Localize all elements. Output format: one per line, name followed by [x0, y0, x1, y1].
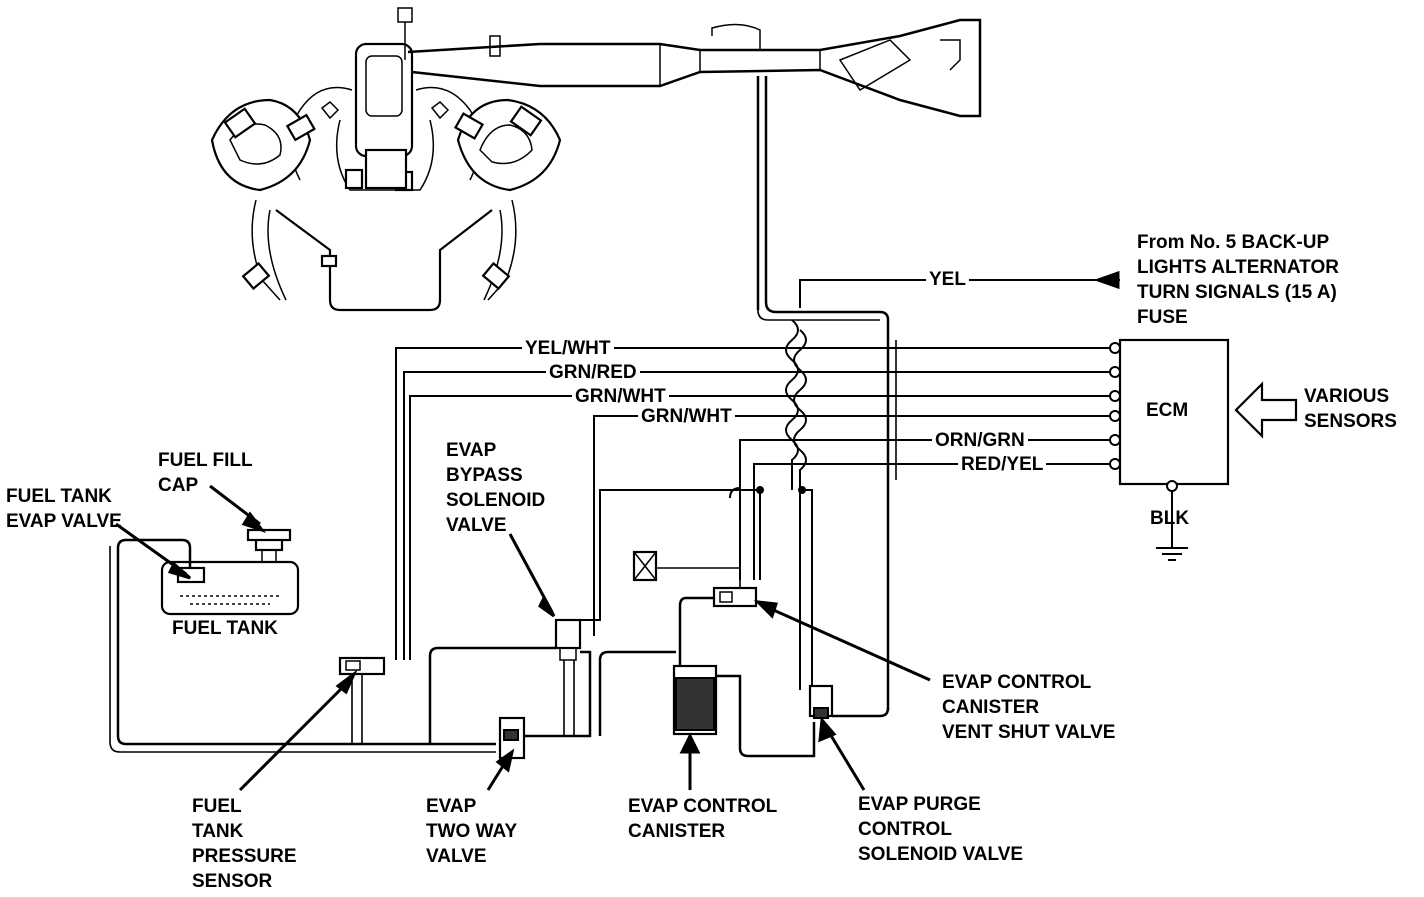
ecm-drawing — [1109, 338, 1298, 561]
vent-shut-valve-line-3: VENT SHUT VALVE — [942, 722, 1116, 743]
pressure-sensor-line-4: SENSOR — [192, 871, 273, 892]
leader-lines — [115, 484, 931, 792]
wire-label-grn-wht-1: GRN/WHT — [572, 384, 669, 409]
evap-bypass-line-4: VALVE — [446, 515, 507, 536]
canister-line-1: EVAP CONTROL — [628, 796, 778, 817]
vent-shut-valve-line-1: EVAP CONTROL — [942, 672, 1092, 693]
components-drawing — [338, 550, 890, 760]
fuse-source-line-4: FUSE — [1137, 307, 1188, 328]
fuel-tank-label: FUEL TANK — [172, 618, 278, 639]
fuse-source-line-3: TURN SIGNALS (15 A) — [1137, 282, 1337, 303]
vent-shut-valve-line-2: CANISTER — [942, 697, 1040, 718]
fuel-fill-cap-label: FUEL FILL CAP — [158, 448, 253, 498]
pressure-sensor-line-1: FUEL — [192, 796, 242, 817]
two-way-valve-line-2: TWO WAY — [426, 821, 518, 842]
fuel-tank-pressure-sensor-label: FUEL TANK PRESSURE SENSOR — [192, 794, 297, 894]
engine-drawing — [210, 7, 562, 312]
evap-control-canister-label: EVAP CONTROL CANISTER — [628, 794, 777, 844]
evap-bypass-line-2: BYPASS — [446, 465, 523, 486]
fuel-tank-evap-valve-line-2: EVAP VALVE — [6, 511, 122, 532]
pressure-sensor-line-3: PRESSURE — [192, 846, 297, 867]
pressure-sensor-line-2: TANK — [192, 821, 244, 842]
fuse-source-label: From No. 5 BACK-UP LIGHTS ALTERNATOR TUR… — [1137, 230, 1339, 330]
wire-label-grn-red: GRN/RED — [546, 360, 640, 385]
fuel-tank-evap-valve-label: FUEL TANK EVAP VALVE — [6, 484, 122, 534]
canister-line-2: CANISTER — [628, 821, 726, 842]
evap-purge-control-solenoid-valve-label: EVAP PURGE CONTROL SOLENOID VALVE — [858, 792, 1023, 867]
ecm-label: ECM — [1146, 400, 1189, 421]
purge-valve-line-3: SOLENOID VALVE — [858, 844, 1024, 865]
fuel-tank-drawing — [109, 528, 496, 753]
fuel-fill-cap-line-2: CAP — [158, 475, 199, 496]
fuel-tank-evap-valve-line-1: FUEL TANK — [6, 486, 112, 507]
wire-label-yel-wht: YEL/WHT — [522, 336, 614, 361]
two-way-valve-line-3: VALVE — [426, 846, 487, 867]
evap-bypass-line-1: EVAP — [446, 440, 497, 461]
two-way-valve-line-1: EVAP — [426, 796, 477, 817]
intake-duct-drawing — [407, 18, 982, 710]
various-sensors-line-2: SENSORS — [1304, 411, 1397, 432]
wire-label-red-yel: RED/YEL — [958, 452, 1047, 477]
wire-label-yel: YEL — [926, 267, 969, 292]
various-sensors-line-1: VARIOUS — [1304, 386, 1390, 407]
evap-bypass-line-3: SOLENOID — [446, 490, 546, 511]
purge-valve-line-2: CONTROL — [858, 819, 952, 840]
evap-bypass-solenoid-valve-label: EVAP BYPASS SOLENOID VALVE — [446, 438, 545, 538]
various-sensors-label: VARIOUS SENSORS — [1304, 384, 1397, 434]
blk-wire-label: BLK — [1150, 508, 1190, 529]
evap-two-way-valve-label: EVAP TWO WAY VALVE — [426, 794, 517, 869]
wire-label-grn-wht-2: GRN/WHT — [638, 404, 735, 429]
wire-label-orn-grn: ORN/GRN — [932, 428, 1028, 453]
fuel-fill-cap-line-1: FUEL FILL — [158, 450, 253, 471]
fuse-source-line-1: From No. 5 BACK-UP — [1137, 232, 1330, 253]
fuse-source-line-2: LIGHTS ALTERNATOR — [1137, 257, 1339, 278]
evap-control-canister-vent-shut-valve-label: EVAP CONTROL CANISTER VENT SHUT VALVE — [942, 670, 1115, 745]
wiring-harness — [395, 270, 1120, 700]
purge-valve-line-1: EVAP PURGE — [858, 794, 981, 815]
